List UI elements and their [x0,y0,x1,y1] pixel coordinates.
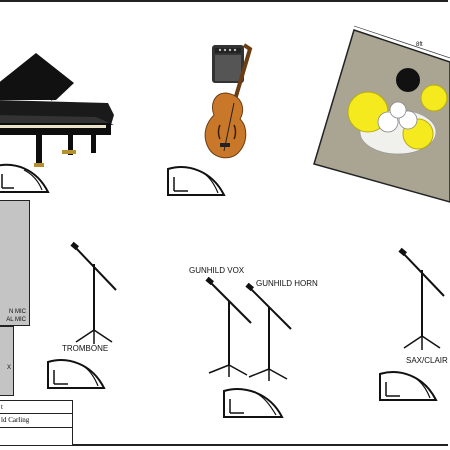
panel-line-2: AL MIC [6,317,26,323]
title-row-2-text: ld Carling [1,416,30,424]
left-input-panel: N MIC AL MIC [0,200,30,326]
title-row-2: ld Carling [0,413,72,428]
title-block: t ld Carling [0,400,73,446]
title-row-1-text: t [1,403,3,411]
monitor-wedge-sax [379,371,438,401]
kick-drum [396,68,420,92]
gunhild-vox-label: GUNHILD VOX [189,266,245,275]
mic-stand-gunhild-vox-icon [205,276,252,377]
mic-stand-trombone-icon [70,241,117,344]
sax-clair-label: SAX/CLAIR [406,356,448,365]
left-lower-panel: X [0,326,14,396]
cymbal-2 [420,84,448,112]
bass-amp-icon [212,45,244,83]
panel-small-text: X [6,365,11,371]
monitor-wedge-trombone [47,359,106,389]
grand-piano-icon [0,53,114,167]
monitor-wedge-bass [167,166,226,196]
mic-stand-gunhild-horn-icon [245,282,292,381]
mic-stand-sax-icon [398,247,445,350]
drum-riser [313,25,450,203]
panel-line-1: N MIC [9,309,26,315]
title-row-1: t [0,401,72,414]
gunhild-horn-label: GUNHILD HORN [256,279,318,288]
monitor-wedge-gunhild [223,388,284,418]
monitor-wedge-piano [0,163,50,193]
upright-bass-icon [204,43,253,159]
drum-riser-size-label: 8ft [416,42,423,48]
trombone-label: TROMBONE [62,344,109,353]
